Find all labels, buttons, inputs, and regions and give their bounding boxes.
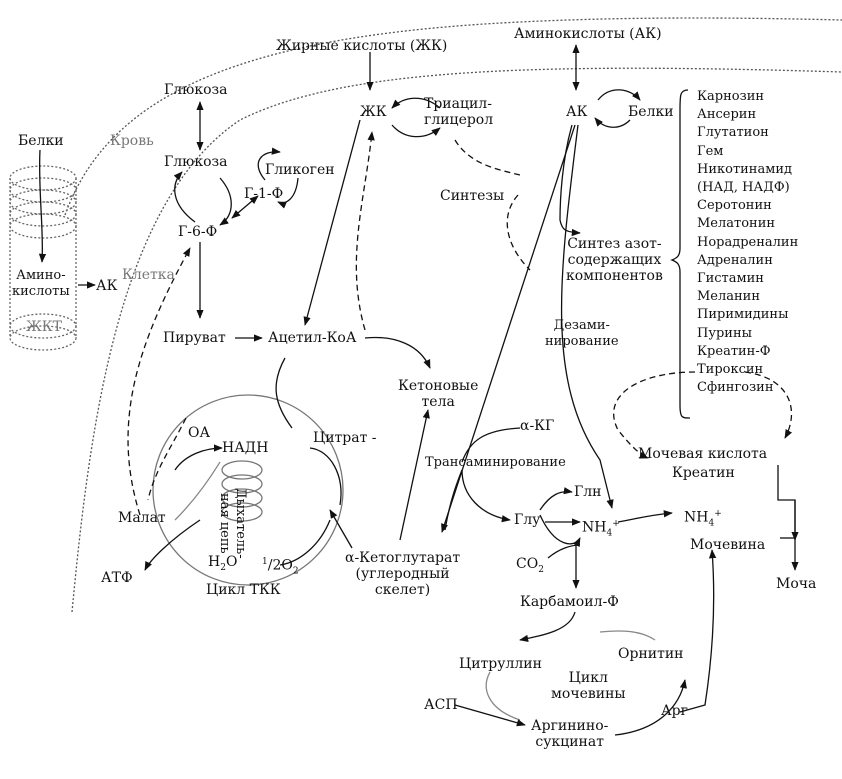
- aspartate: АСП: [424, 697, 458, 713]
- proteins-left: Белки: [18, 133, 64, 149]
- citrate: Цитрат -: [313, 430, 377, 446]
- tca-cycle: Цикл ТКК: [206, 582, 281, 598]
- ornithine: Орнитин: [618, 646, 684, 662]
- compound-item: Креатин-Ф: [697, 343, 771, 359]
- urine: Моча: [776, 576, 817, 592]
- compound-item: Серотонин: [697, 198, 772, 214]
- blood-boundary: [64, 17, 842, 216]
- compound-item: Пурины: [697, 325, 752, 341]
- compound-item: Гистамин: [697, 271, 764, 287]
- glutamine: Глн: [574, 484, 602, 500]
- deamination: Дезами-нирование: [545, 318, 619, 349]
- transamination: Трансаминирование: [425, 455, 566, 470]
- amino-acids: АК: [566, 104, 588, 120]
- gut-tube: [9, 165, 77, 351]
- creatine: Креатин: [672, 465, 735, 481]
- malate: Малат: [118, 510, 166, 526]
- compound-item: Карнозин: [697, 89, 765, 104]
- gut-label: ЖКТ: [26, 319, 62, 335]
- compound-item: Меланин: [697, 289, 761, 305]
- atp: АТФ: [101, 570, 133, 586]
- uric-acid: Мочевая кислота: [638, 446, 768, 462]
- glutamate: Глу: [514, 512, 541, 528]
- cell-label: Клетка: [122, 267, 175, 283]
- syntheses: Синтезы: [440, 188, 505, 204]
- alpha-kg: α-КГ: [520, 418, 555, 434]
- fatty-acids: ЖК: [360, 104, 387, 120]
- gut-ak: АК: [96, 278, 118, 294]
- fatty-acids-title: Жирные кислоты (ЖК): [276, 38, 448, 54]
- gut-amino-acids: Амино-кислоты: [12, 268, 70, 299]
- compound-item: Адреналин: [697, 252, 773, 268]
- compound-item: Норадреналин: [697, 234, 799, 250]
- glucose: Глюкоза: [164, 154, 228, 170]
- respiratory-chain: Дыхатель-ная цепь: [217, 488, 248, 559]
- pyruvate: Пируват: [163, 330, 226, 346]
- proteins-right: Белки: [628, 104, 674, 120]
- glucose-top: Глюкоза: [164, 82, 228, 98]
- compound-item: Тироксин: [697, 362, 764, 378]
- compound-item: Глутатион: [697, 125, 769, 141]
- compound-item: Никотинамид: [697, 161, 793, 177]
- ammonium-2: NH4+: [684, 509, 722, 529]
- triacylglycerol: Триацил-глицерол: [424, 96, 494, 128]
- compound-item: Ансерин: [697, 107, 757, 123]
- compound-item: (НАД, НАДФ): [697, 180, 790, 196]
- water: H2O: [208, 554, 238, 573]
- compound-item: Пиримидины: [697, 307, 789, 323]
- g1p: Г-1-Ф: [244, 186, 284, 202]
- compound-item: Гем: [697, 143, 724, 159]
- glycogen: Гликоген: [265, 162, 335, 178]
- half-oxygen: 1/2O2: [262, 557, 299, 577]
- carbamoyl-phosphate: Карбамоил-Ф: [520, 594, 619, 610]
- blood-label: Кровь: [110, 133, 154, 149]
- co2: CO2: [516, 556, 544, 575]
- nadh: НАДН: [222, 440, 269, 456]
- tca-circle: [152, 394, 344, 586]
- citrulline: Цитруллин: [459, 656, 542, 672]
- urea: Мочевина: [690, 537, 766, 553]
- acetyl-coa: Ацетил-КоА: [268, 330, 357, 346]
- amino-acids-title: Аминокислоты (АК): [514, 26, 662, 42]
- argininosuccinate: Аргинино-сукцинат: [531, 718, 609, 750]
- oxaloacetate: ОА: [188, 425, 211, 441]
- g6p: Г-6-Ф: [178, 224, 218, 240]
- arginine: Арг: [661, 703, 688, 719]
- compound-item: Мелатонин: [697, 216, 776, 232]
- compound-item: Сфингозин: [697, 380, 774, 396]
- ammonium-1: NH4+: [582, 519, 620, 539]
